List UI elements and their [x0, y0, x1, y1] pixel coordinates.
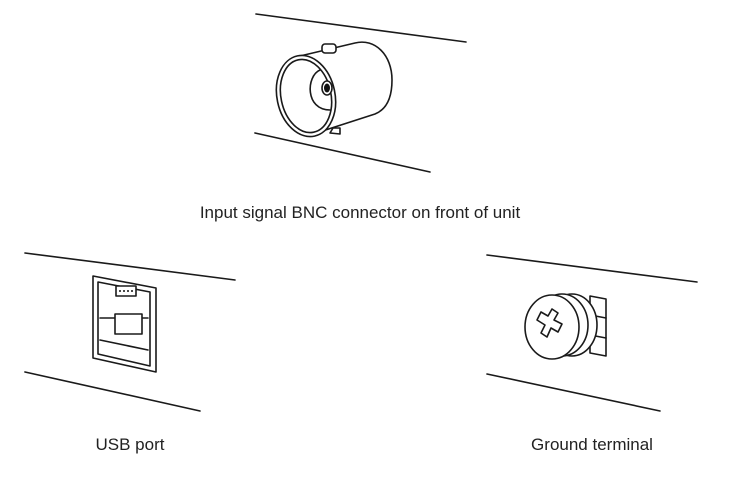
- ground-terminal-caption: Ground terminal: [531, 435, 653, 454]
- ground-terminal-illustration: [486, 254, 698, 412]
- usb-port-illustration: [24, 252, 236, 412]
- bnc-connector-caption: Input signal BNC connector on front of u…: [199, 203, 521, 222]
- bnc-connector-illustration: [254, 13, 467, 173]
- usb-port-caption: USB port: [95, 435, 165, 454]
